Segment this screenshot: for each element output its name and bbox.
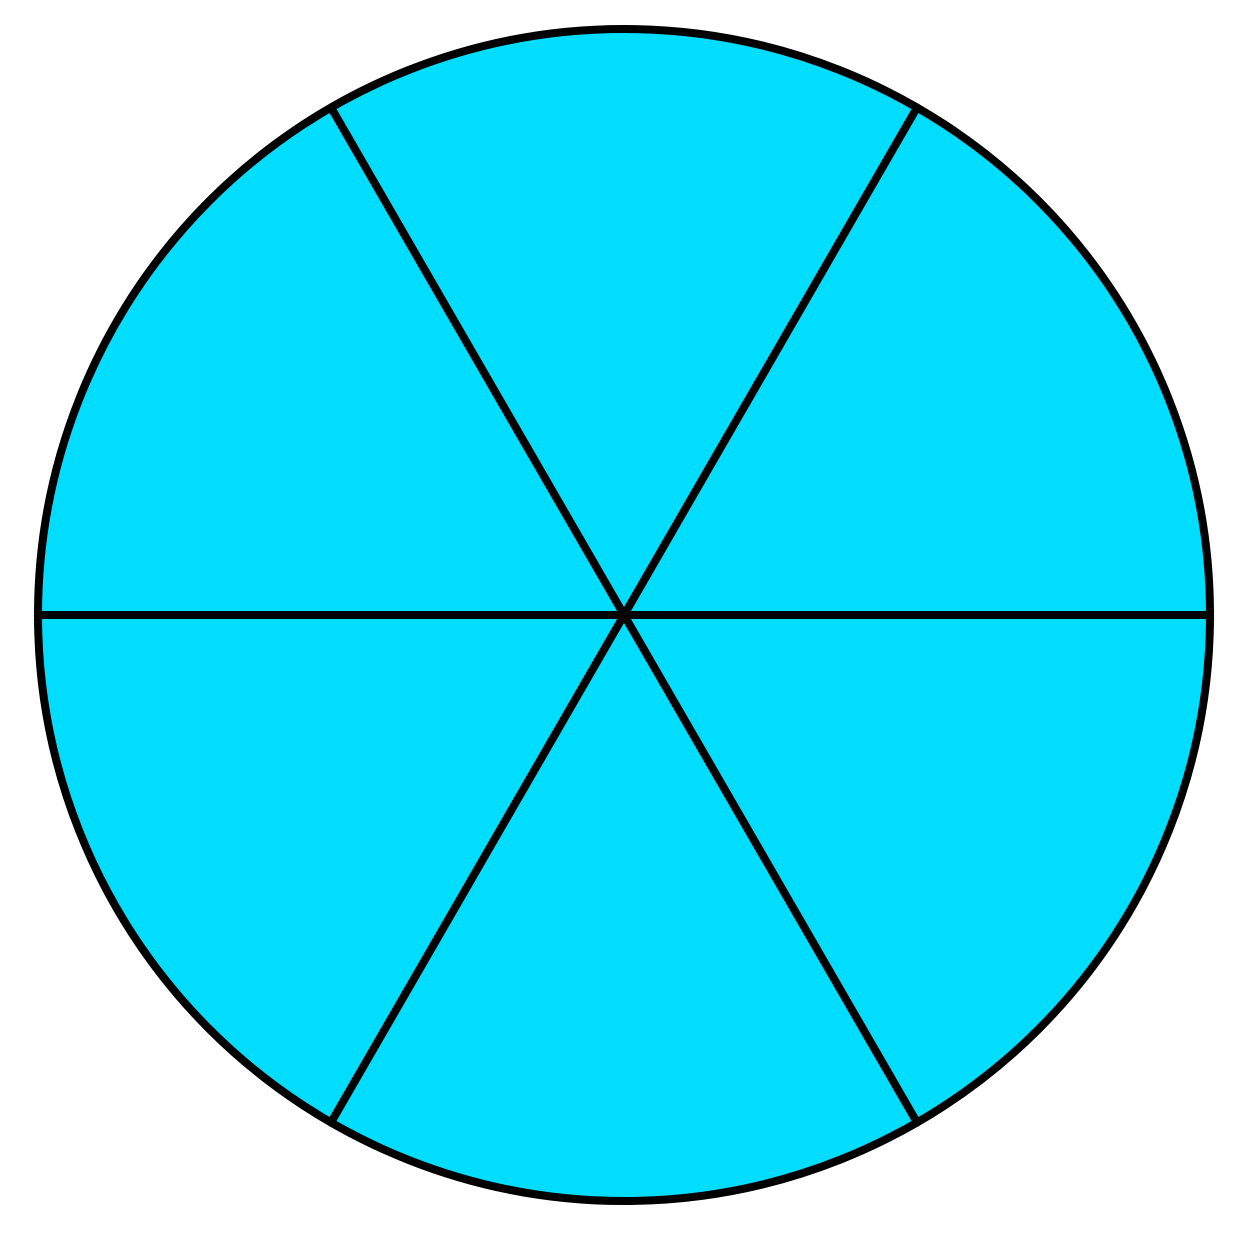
- divider-lines: [34, 103, 1214, 1127]
- circle-sectors: [38, 28, 1210, 1201]
- circle-sector-1: [624, 107, 1210, 615]
- divider-line-3: [327, 103, 628, 619]
- divider-line-6: [620, 611, 921, 1127]
- circle-sector-5: [331, 615, 917, 1201]
- circle-outline: [34, 25, 1214, 1205]
- circle-sector-2: [331, 28, 917, 615]
- divider-line-5: [327, 611, 628, 1127]
- circle-sector-6: [624, 615, 1210, 1123]
- divider-line-2: [620, 103, 921, 619]
- circle-sector-3: [38, 107, 624, 615]
- circle-sector-4: [38, 615, 624, 1123]
